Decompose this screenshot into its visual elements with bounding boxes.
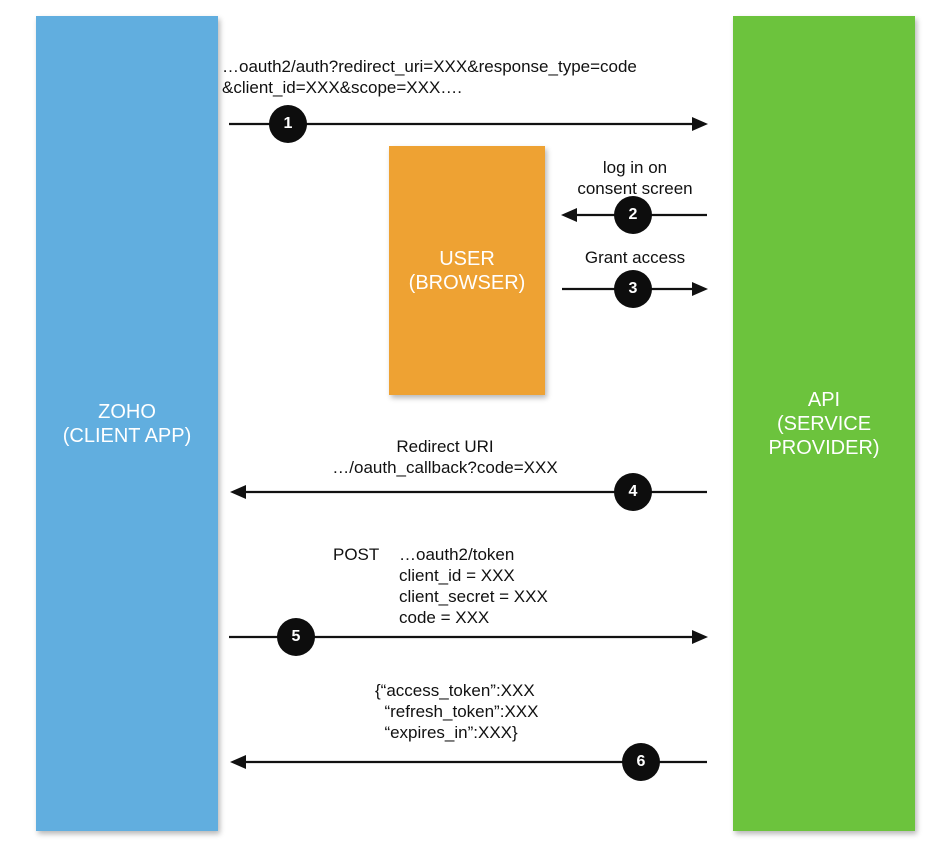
step-1-label: …oauth2/auth?redirect_uri=XXX&response_t…	[222, 57, 637, 97]
step-3-label: Grant access	[584, 248, 686, 267]
step-2-label: log in on consent screen	[577, 158, 693, 198]
client-app-lane: ZOHO (CLIENT APP)	[36, 16, 218, 831]
step-5-method: POST	[333, 545, 380, 564]
client-app-label: ZOHO (CLIENT APP)	[62, 400, 192, 447]
step-2-badge: 2	[614, 196, 652, 234]
step-4-label: Redirect URI …/oauth_callback?code=XXX	[332, 437, 558, 477]
service-provider-lane: API (SERVICE PROVIDER)	[733, 16, 915, 831]
step-5-badge: 5	[277, 618, 315, 656]
step-1-badge: 1	[269, 105, 307, 143]
step-4-badge: 4	[614, 473, 652, 511]
step-3-badge: 3	[614, 270, 652, 308]
user-browser-label: USER (BROWSER)	[408, 247, 526, 294]
step-6-label: {“access_token”:XXX “refresh_token”:XXX …	[375, 681, 539, 742]
service-provider-label: API (SERVICE PROVIDER)	[768, 388, 880, 459]
step-6-badge: 6	[622, 743, 660, 781]
step-5-label: …oauth2/token client_id = XXX client_sec…	[399, 545, 548, 627]
user-browser-box: USER (BROWSER)	[389, 146, 545, 395]
